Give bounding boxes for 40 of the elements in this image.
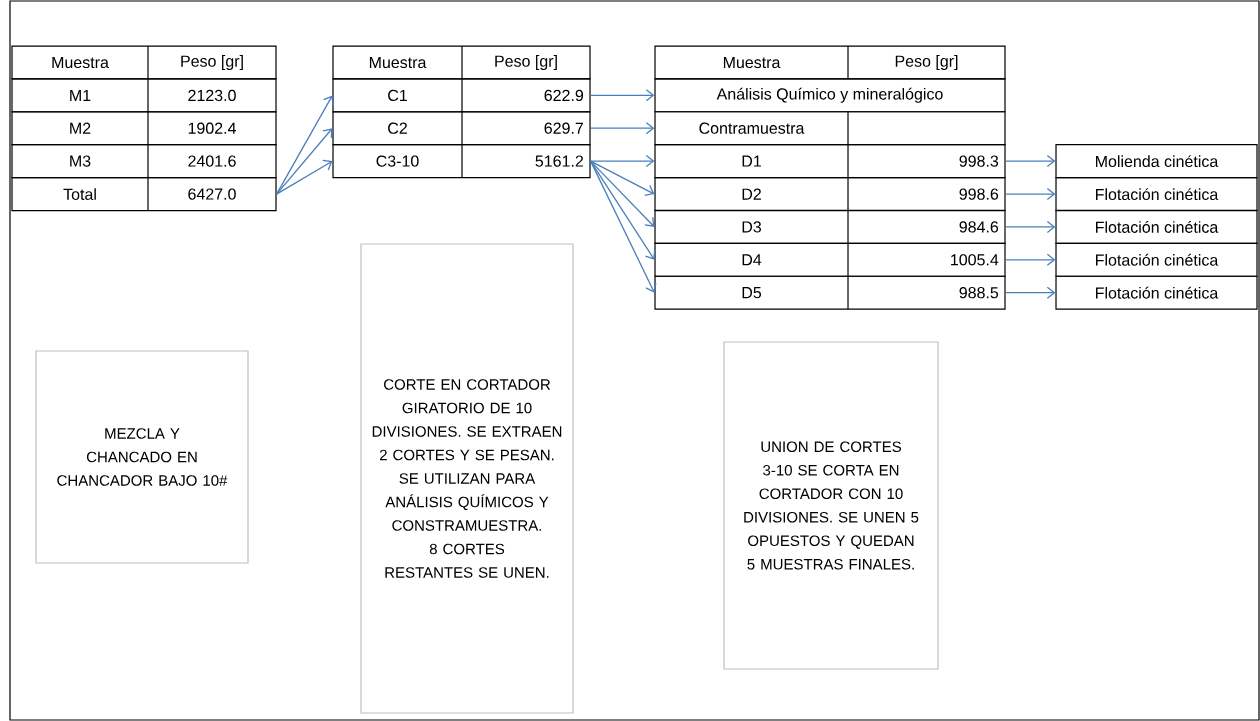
arrow — [1004, 286, 1056, 299]
result-box: Flotación cinética — [1055, 209, 1258, 244]
table-row: D1 998.3 — [654, 144, 1006, 179]
table-row: D2 998.6 — [654, 177, 1006, 212]
arrow — [275, 128, 333, 195]
table-row: Contramuestra — [654, 111, 1006, 146]
arrow — [1004, 220, 1056, 234]
table-row: D4 1005.4 — [654, 242, 1006, 277]
arrow — [275, 159, 333, 195]
arrow — [589, 160, 655, 227]
note-box: UNION DE CORTES 3-10 SE CORTA EN CORTADOR CON 10 DIVISIONES. SE UNEN 5 OPUESTOS Y QUEDAN 5 MUESTRAS FINALES. — [723, 341, 939, 670]
arrow — [589, 160, 655, 196]
table-row: M3 2401.6 — [11, 144, 277, 179]
table-row: Total 6427.0 — [11, 177, 277, 212]
arrow — [589, 160, 657, 293]
table-row: Análisis Químico y mineralógico — [654, 78, 1006, 113]
table-row: C2 629.7 — [332, 111, 591, 146]
table-header-row: Muestra Peso [gr] — [332, 45, 591, 80]
table-row: D5 988.5 — [654, 275, 1006, 310]
table-row: M1 2123.0 — [11, 78, 277, 113]
arrow — [589, 122, 655, 135]
table-header-row: Muestra Peso [gr] — [654, 45, 1006, 80]
result-box: Flotación cinética — [1055, 242, 1258, 277]
table-row: M2 1902.4 — [11, 111, 277, 146]
arrow — [1004, 154, 1056, 168]
table-row: C3-10 5161.2 — [332, 144, 591, 179]
result-box: Molienda cinética — [1055, 144, 1258, 179]
table-row: D3 984.6 — [654, 209, 1006, 244]
note-box: CORTE EN CORTADOR GIRATORIO DE 10 DIVISIONES. SE EXTRAEN 2 CORTES Y SE PESAN. SE UTILIZAN PARA ANÁLISIS QUÍMICOS Y CONSTRAMUESTRA. 8 CORTES RESTANTES SE UNEN. — [360, 243, 574, 714]
result-box: Flotación cinética — [1055, 177, 1258, 212]
arrow — [1004, 253, 1056, 266]
table-row: C1 622.9 — [332, 78, 591, 113]
result-box: Flotación cinética — [1055, 275, 1258, 310]
table-header-row: Muestra Peso [gr] — [11, 45, 277, 80]
arrow — [275, 95, 334, 195]
arrow — [589, 160, 656, 260]
note-box: MEZCLA Y CHANCADO EN CHANCADOR BAJO 10# — [35, 350, 249, 564]
arrow — [1004, 187, 1056, 201]
arrow — [589, 154, 655, 168]
arrow — [589, 89, 655, 102]
